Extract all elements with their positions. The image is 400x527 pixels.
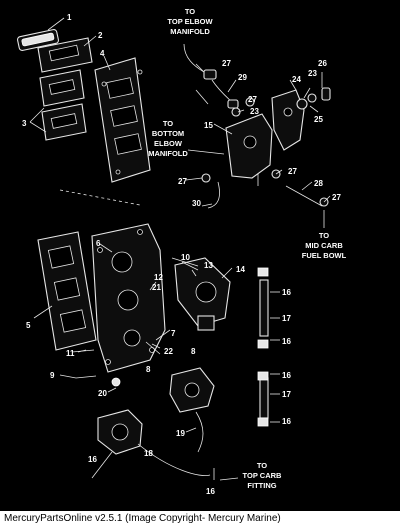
- svg-text:MID CARB: MID CARB: [305, 241, 343, 250]
- fuel-pump: [91, 409, 143, 479]
- callout-20: 20: [98, 389, 107, 398]
- callout-27b: 27: [248, 95, 257, 104]
- callout-11: 11: [66, 349, 75, 358]
- callout-1: 1: [67, 13, 72, 22]
- svg-text:FUEL BOWL: FUEL BOWL: [302, 251, 347, 260]
- callout-8b: 8: [146, 365, 151, 374]
- callout-16e: 16: [88, 455, 97, 464]
- callout-30: 30: [192, 199, 201, 208]
- label-top-carb-fitting: TO TOP CARB FITTING: [243, 461, 282, 490]
- enrichener-valve: [174, 257, 231, 331]
- callout-5: 5: [26, 321, 31, 330]
- svg-text:BOTTOM: BOTTOM: [152, 129, 184, 138]
- svg-text:TOP ELBOW: TOP ELBOW: [167, 17, 213, 26]
- callout-14: 14: [236, 265, 245, 274]
- callout-18: 18: [144, 449, 153, 458]
- callout-4: 4: [100, 49, 105, 58]
- callout-16f: 16: [206, 487, 215, 496]
- elbow-fitting: [203, 69, 239, 109]
- gasket: [37, 37, 93, 73]
- svg-text:MANIFOLD: MANIFOLD: [170, 27, 210, 36]
- svg-text:TO: TO: [185, 7, 195, 16]
- hose-lines: [137, 267, 269, 476]
- svg-text:TO: TO: [319, 231, 329, 240]
- svg-text:ELBOW: ELBOW: [154, 139, 183, 148]
- callout-24: 24: [292, 75, 301, 84]
- callout-15: 15: [204, 121, 213, 130]
- callout-17a: 17: [282, 314, 291, 323]
- label-bottom-elbow-manifold: TO BOTTOM ELBOW MANIFOLD: [148, 119, 188, 158]
- svg-text:TOP CARB: TOP CARB: [243, 471, 282, 480]
- callout-8: 8: [191, 347, 196, 356]
- callout-27a: 27: [222, 59, 231, 68]
- svg-text:TO: TO: [163, 119, 173, 128]
- fuel-hose: [207, 174, 323, 209]
- callout-21: 21: [152, 283, 161, 292]
- screws: [71, 257, 199, 387]
- callout-3: 3: [22, 119, 27, 128]
- leader-lines: [29, 17, 331, 481]
- callout-2: 2: [98, 31, 103, 40]
- callout-16b: 16: [282, 337, 291, 346]
- reed-block: [39, 69, 87, 141]
- callout-13: 13: [204, 261, 213, 270]
- callout-28: 28: [314, 179, 323, 188]
- callout-26: 26: [318, 59, 327, 68]
- callout-6: 6: [96, 239, 101, 248]
- label-mid-carb-fuel-bowl: TO MID CARB FUEL BOWL: [302, 231, 347, 260]
- callout-12: 12: [154, 273, 163, 282]
- callout-22: 22: [164, 347, 173, 356]
- intake-gasket: [37, 231, 97, 351]
- check-valve-body: [225, 89, 305, 179]
- copyright-footer: MercuryPartsOnline v2.5.1 (Image Copyrig…: [0, 511, 400, 527]
- callout-27d: 27: [288, 167, 297, 176]
- callout-7: 7: [171, 329, 176, 338]
- callout-23b: 23: [308, 69, 317, 78]
- label-top-elbow-manifold: TO TOP ELBOW MANIFOLD: [167, 7, 213, 36]
- reed-plate: [94, 57, 151, 183]
- callout-23a: 23: [250, 107, 259, 116]
- intake-manifold: [91, 223, 166, 373]
- svg-text:MANIFOLD: MANIFOLD: [148, 149, 188, 158]
- svg-text:FITTING: FITTING: [247, 481, 276, 490]
- callout-17b: 17: [282, 390, 291, 399]
- callout-27c: 27: [178, 177, 187, 186]
- callout-27e: 27: [332, 193, 341, 202]
- callout-9: 9: [50, 371, 55, 380]
- callout-16d: 16: [282, 417, 291, 426]
- primer-bracket: [169, 367, 215, 413]
- svg-text:TO: TO: [257, 461, 267, 470]
- callout-29: 29: [238, 73, 247, 82]
- callout-16c: 16: [282, 371, 291, 380]
- parts-diagram: 1 2 3 4 5 6 7 8 8 9 10 11 12 13 14 15 16…: [16, 7, 347, 496]
- callout-19: 19: [176, 429, 185, 438]
- callout-10: 10: [181, 253, 190, 262]
- callout-25: 25: [314, 115, 323, 124]
- callout-numbers: 1 2 3 4 5 6 7 8 8 9 10 11 12 13 14 15 16…: [22, 13, 341, 496]
- callout-16a: 16: [282, 288, 291, 297]
- cover-plate: [16, 29, 60, 51]
